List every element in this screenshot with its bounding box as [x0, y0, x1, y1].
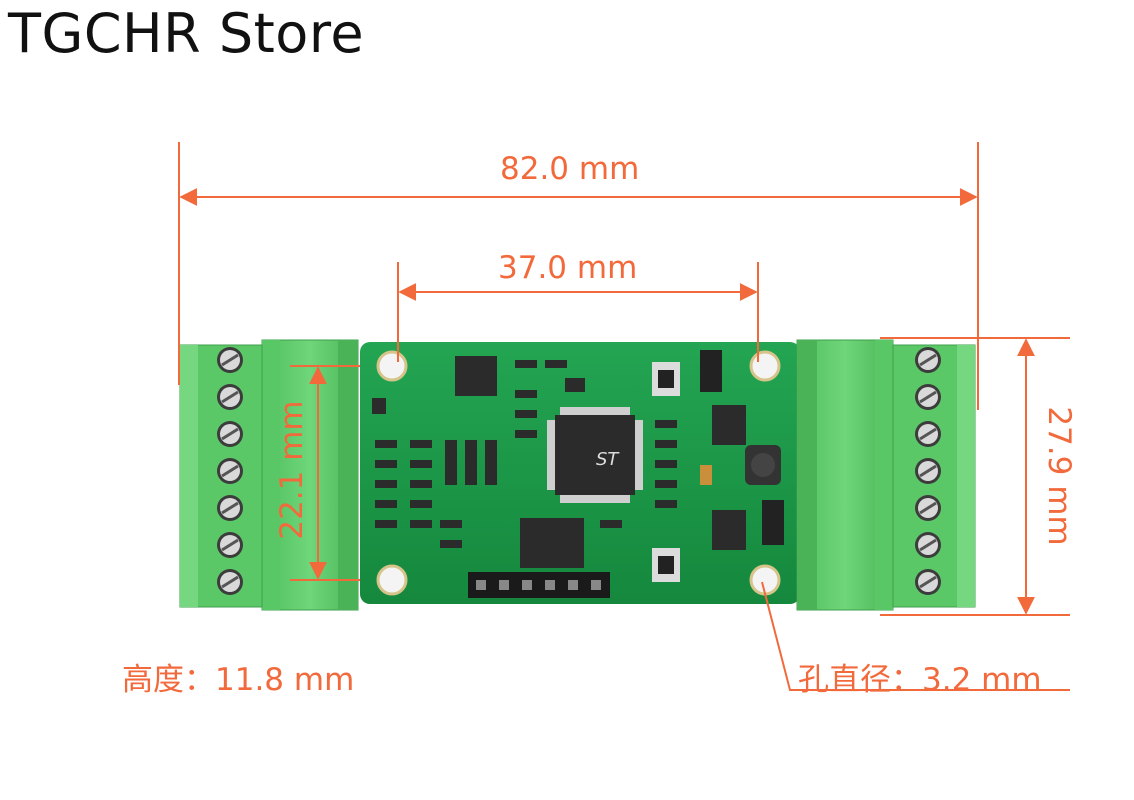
terminal-screw-icon [217, 384, 243, 410]
overall-width-label: 27.9 mm [1041, 406, 1077, 546]
hole-spacing-width-label: 22.1 mm [274, 400, 310, 540]
store-title: TGCHR Store [8, 2, 365, 65]
terminal-screw-icon [915, 347, 941, 373]
terminal-screw-icon [915, 569, 941, 595]
ic-chip [712, 405, 746, 445]
pin-header [468, 572, 610, 598]
right-screw-column [915, 347, 941, 595]
pcb-board: ST [360, 342, 800, 604]
mounting-hole [376, 350, 408, 382]
terminal-screw-icon [217, 495, 243, 521]
ic-chip [455, 356, 497, 396]
ic-chip [712, 510, 746, 550]
chip-marking: ST [596, 449, 620, 470]
terminal-screw-icon [217, 458, 243, 484]
terminal-screw-icon [217, 569, 243, 595]
diode [700, 350, 722, 392]
diode [762, 500, 784, 545]
terminal-screw-icon [217, 421, 243, 447]
overall-length-label: 82.0 mm [500, 151, 640, 187]
terminal-screw-icon [217, 532, 243, 558]
height-label: 高度：11.8 mm [122, 662, 355, 698]
mounting-hole [749, 350, 781, 382]
terminal-screw-icon [915, 495, 941, 521]
mounting-hole [376, 564, 408, 596]
smd-components [372, 360, 712, 548]
hole-spacing-length-label: 37.0 mm [498, 250, 638, 286]
hole-diameter-leader-line [761, 581, 1070, 691]
terminal-screw-icon [915, 458, 941, 484]
mcu-chip: ST [547, 407, 643, 503]
ic-chip [520, 518, 584, 568]
terminal-screw-icon [915, 532, 941, 558]
terminal-screw-icon [217, 347, 243, 373]
left-screw-column [217, 347, 243, 595]
hole-diameter-label: 孔直径：3.2 mm [798, 662, 1042, 698]
reset-button [652, 362, 680, 396]
terminal-screw-icon [915, 421, 941, 447]
left-terminal-block [179, 339, 359, 611]
terminal-screw-icon [915, 384, 941, 410]
inductor [745, 445, 781, 485]
right-terminal-block [796, 339, 976, 611]
push-button [652, 548, 680, 582]
